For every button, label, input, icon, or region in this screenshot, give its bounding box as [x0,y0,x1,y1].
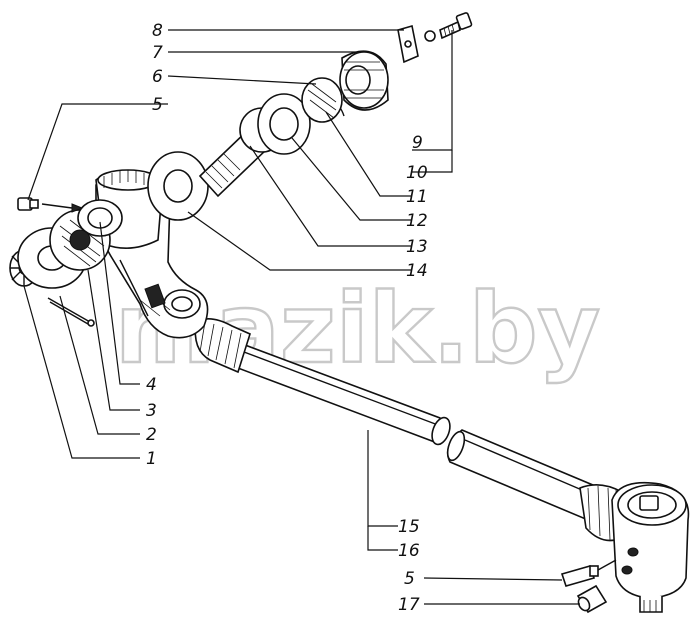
leader-lines [23,29,580,605]
label-5-lower: 5 [404,569,415,589]
end-cap [339,50,389,111]
grease-fitting-lower [560,559,617,587]
lock-plate [397,24,419,64]
label-16: 16 [398,541,420,561]
label-9: 9 [412,133,423,153]
label-14: 14 [406,261,428,281]
label-5-upper: 5 [152,95,163,115]
ball-joint-housing-right [579,481,690,613]
bolt [439,12,473,40]
plug [576,584,608,614]
tie-rod-tube [204,328,602,522]
label-10: 10 [406,163,428,183]
label-3: 3 [146,401,157,421]
insert-11 [301,77,343,123]
label-8: 8 [152,21,163,41]
label-15: 15 [398,517,420,537]
label-6: 6 [152,67,163,87]
label-2: 2 [146,425,157,445]
part-number-labels: 8 7 6 5 9 10 11 12 13 14 4 3 2 1 15 16 5… [146,21,428,615]
spring-washer [424,30,436,42]
cotter-pin [47,297,95,327]
label-17: 17 [398,595,420,615]
ring-12 [257,93,311,155]
grease-fitting-upper [17,197,84,213]
spring-ring [77,199,123,237]
label-4: 4 [146,375,157,395]
ring-14 [147,151,209,221]
label-7: 7 [152,43,163,63]
label-11: 11 [406,187,428,207]
label-13: 13 [406,237,428,257]
label-1: 1 [146,449,157,469]
label-12: 12 [406,211,428,231]
